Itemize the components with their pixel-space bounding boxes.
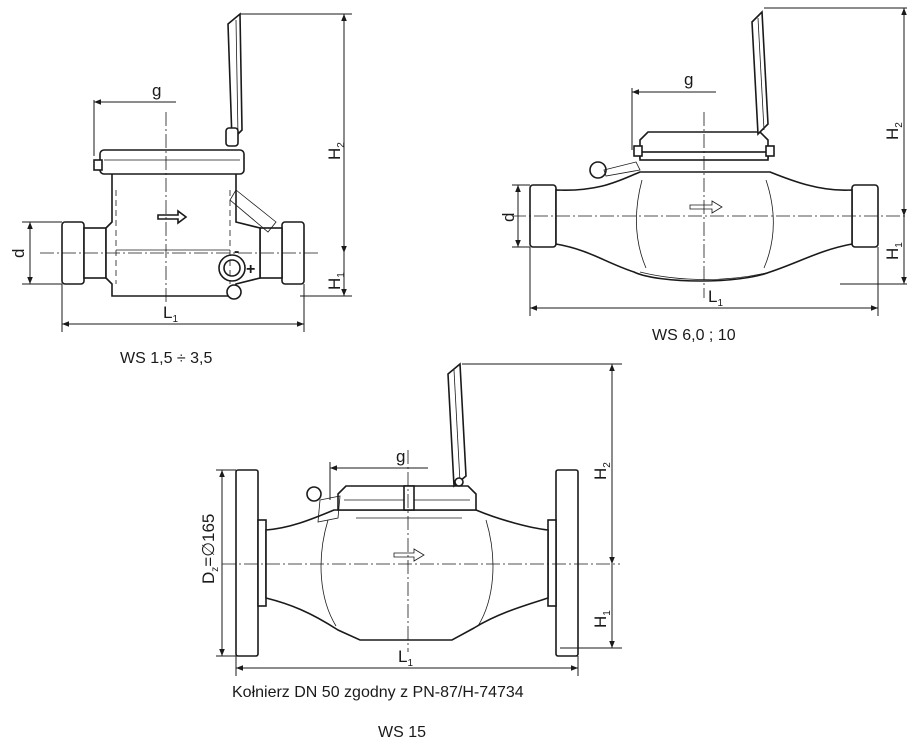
label-h1: H xyxy=(325,278,344,290)
label-h2: H xyxy=(325,148,344,160)
svg-text:H2: H2 xyxy=(883,122,905,140)
caption-ws-small: WS 1,5 ÷ 3,5 xyxy=(120,350,212,367)
label-h1-sub: 1 xyxy=(894,242,905,248)
svg-text:-: - xyxy=(234,243,239,260)
dimension-l1: L1 xyxy=(529,247,879,316)
dimension-g: g xyxy=(93,81,176,156)
svg-text:H2: H2 xyxy=(591,462,613,480)
dimension-g: g xyxy=(631,70,716,150)
label-l: L xyxy=(398,647,407,666)
label-g: g xyxy=(152,81,161,100)
dimension-d: d xyxy=(9,221,62,285)
dimension-d: d xyxy=(499,184,530,248)
svg-text:L1: L1 xyxy=(398,647,413,669)
label-h2: H xyxy=(591,468,610,480)
label-g: g xyxy=(684,70,693,89)
label-l-sub: 1 xyxy=(172,314,178,325)
caption-ws-large: WS 15 xyxy=(378,724,426,740)
figure-ws-large: g Dz=∅165 L1 H2 H1 Kołnierz DN 50 zgodny… xyxy=(199,362,622,740)
dimension-g: g xyxy=(329,447,428,500)
svg-text:+: + xyxy=(246,261,255,278)
label-h1-sub: 1 xyxy=(602,610,613,616)
label-h2-sub: 2 xyxy=(602,462,613,468)
svg-text:H2: H2 xyxy=(325,142,347,160)
svg-text:H1: H1 xyxy=(591,610,613,628)
meter-body-large xyxy=(235,362,579,657)
caption-ws-large-flange: Kołnierz DN 50 zgodny z PN-87/H-74734 xyxy=(232,684,524,701)
figure-ws-small: + - g d L1 xyxy=(9,12,352,367)
label-h1: H xyxy=(883,248,902,260)
label-l-sub: 1 xyxy=(717,298,723,309)
label-d: d xyxy=(499,213,518,222)
svg-text:H1: H1 xyxy=(325,272,347,290)
label-dz: D xyxy=(199,572,218,584)
label-l-sub: 1 xyxy=(407,658,413,669)
caption-ws-medium: WS 6,0 ; 10 xyxy=(652,327,736,344)
label-l: L xyxy=(163,303,172,322)
label-dz-value: =∅165 xyxy=(199,514,218,567)
dimension-h: H2 H1 xyxy=(240,13,352,297)
label-dz-sub: z xyxy=(210,567,221,572)
dimension-l1: L1 xyxy=(235,647,579,676)
label-l: L xyxy=(708,287,717,306)
svg-text:H1: H1 xyxy=(883,242,905,260)
dimension-l1: L1 xyxy=(61,284,305,332)
label-h1: H xyxy=(591,616,610,628)
svg-text:L1: L1 xyxy=(708,287,723,309)
svg-text:L1: L1 xyxy=(163,303,178,325)
label-h2: H xyxy=(883,128,902,140)
label-h2-sub: 2 xyxy=(336,142,347,148)
figure-ws-medium: g d L1 H2 H1 WS 6,0 ; 10 xyxy=(499,7,907,344)
label-h2-sub: 2 xyxy=(894,122,905,128)
label-h1-sub: 1 xyxy=(336,272,347,278)
dimension-dz: Dz=∅165 xyxy=(199,469,236,657)
svg-text:Dz=∅165: Dz=∅165 xyxy=(199,514,221,584)
dimension-h: H2 H1 xyxy=(764,7,907,285)
label-g: g xyxy=(396,447,405,466)
dimension-h: H2 H1 xyxy=(462,363,622,649)
label-d: d xyxy=(9,249,28,258)
meter-body-small: + - xyxy=(61,12,305,300)
